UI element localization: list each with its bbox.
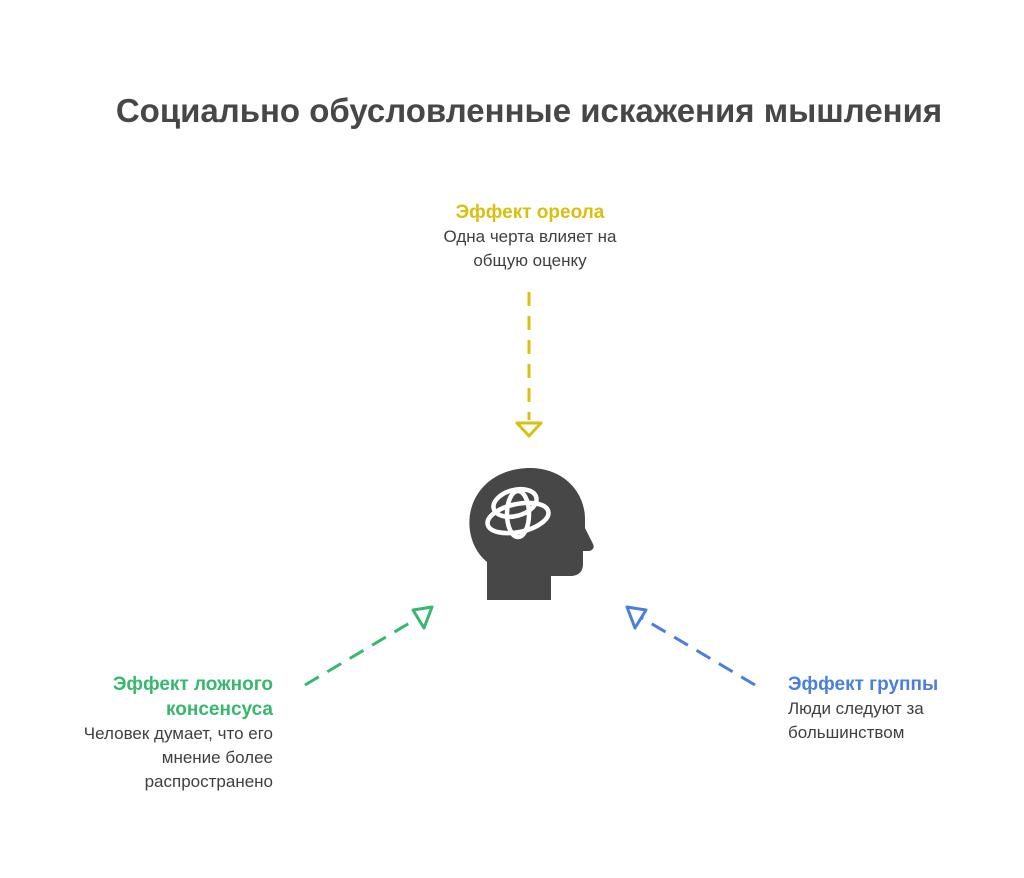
group-effect-heading: Эффект группы <box>788 674 939 695</box>
halo-effect-description: Одна черта влияет на общую оценку <box>443 227 617 270</box>
false-consensus-arrow <box>304 605 434 687</box>
false-consensus-description: Человек думает, что его мнение более рас… <box>83 724 273 791</box>
halo-arrow <box>515 292 543 438</box>
group-arrow <box>625 605 756 687</box>
group-effect-label: Эффект группы Люди следуют за большинств… <box>788 672 988 745</box>
head-with-brain-icon <box>469 468 594 600</box>
group-effect-description: Люди следуют за большинством <box>788 699 924 742</box>
false-consensus-heading: Эффект ложного консенсуса <box>112 674 273 720</box>
halo-effect-label: Эффект ореола Одна черта влияет на общую… <box>395 200 665 273</box>
page-title: Социально обусловленные искажения мышлен… <box>115 92 943 129</box>
false-consensus-label: Эффект ложного консенсуса Человек думает… <box>20 672 273 794</box>
halo-effect-heading: Эффект ореола <box>455 202 605 223</box>
